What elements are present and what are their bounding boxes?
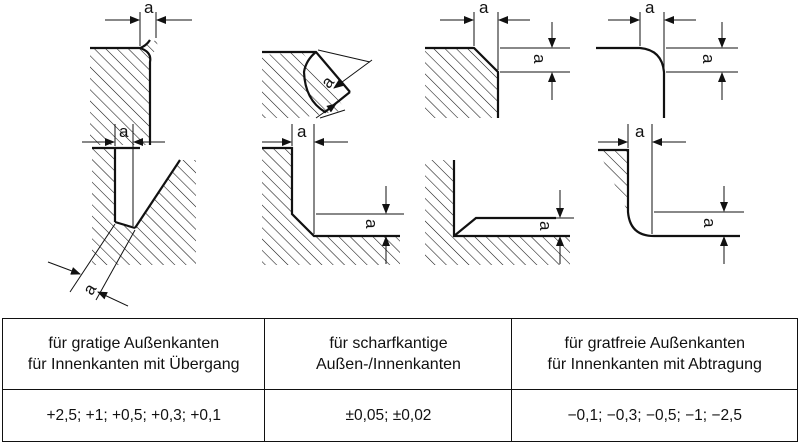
figure-external-round-diagonal: a	[262, 49, 373, 119]
edge-condition-drawing: a a a a a a	[47, 0, 744, 307]
dimension-label: a	[700, 218, 719, 228]
values-cell-sharp: ±0,05; ±0,02	[264, 389, 513, 442]
figure-internal-transition: a a	[47, 122, 196, 307]
dimension-label: a	[79, 280, 100, 299]
header-line: für Innenkanten mit Abtragung	[547, 356, 762, 373]
header-line: für Innenkanten mit Übergang	[27, 356, 240, 373]
header-cell-sharp: für scharfkantige Außen-/Innenkanten	[264, 318, 513, 390]
dimension-label: a	[699, 54, 718, 64]
dimension-label: a	[362, 219, 381, 229]
header-cell-burr: für gratige Außenkanten für Innenkanten …	[1, 318, 266, 390]
edge-tolerance-table: für gratige Außenkanten für Innenkanten …	[1, 318, 798, 442]
table-values-row: +2,5; +1; +0,5; +0,3; +0,1 ±0,05; ±0,02 …	[1, 389, 798, 442]
dimension-label: a	[530, 54, 549, 64]
figure-internal-sharp: a	[425, 160, 574, 265]
header-cell-burrfree: für gratfreie Außenkanten für Innenkante…	[511, 318, 798, 390]
header-line: Außen-/Innenkanten	[315, 356, 461, 373]
dimension-label: a	[479, 0, 489, 17]
figure-external-chamfer: a a	[425, 0, 570, 118]
header-line: für gratige Außenkanten	[48, 335, 220, 352]
dimension-label: a	[645, 0, 655, 17]
figure-internal-chamfer: a a	[262, 122, 404, 265]
dimension-label: a	[297, 122, 307, 141]
table-header-row: für gratige Außenkanten für Innenkanten …	[1, 318, 798, 390]
values-cell-burr: +2,5; +1; +0,5; +0,3; +0,1	[1, 389, 266, 442]
figure-internal-round: a a	[598, 122, 744, 264]
header-line: für scharfkantige	[329, 335, 448, 352]
figure-external-burr: a	[90, 0, 192, 145]
dimension-label: a	[536, 221, 555, 231]
values-cell-burrfree: −0,1; −0,3; −0,5; −1; −2,5	[511, 389, 798, 442]
dimension-label: a	[144, 0, 154, 17]
figure-external-round: a a	[596, 0, 738, 118]
dimension-label: a	[119, 122, 129, 141]
header-line: für gratfreie Außenkanten	[564, 335, 746, 352]
dimension-label: a	[635, 122, 645, 141]
